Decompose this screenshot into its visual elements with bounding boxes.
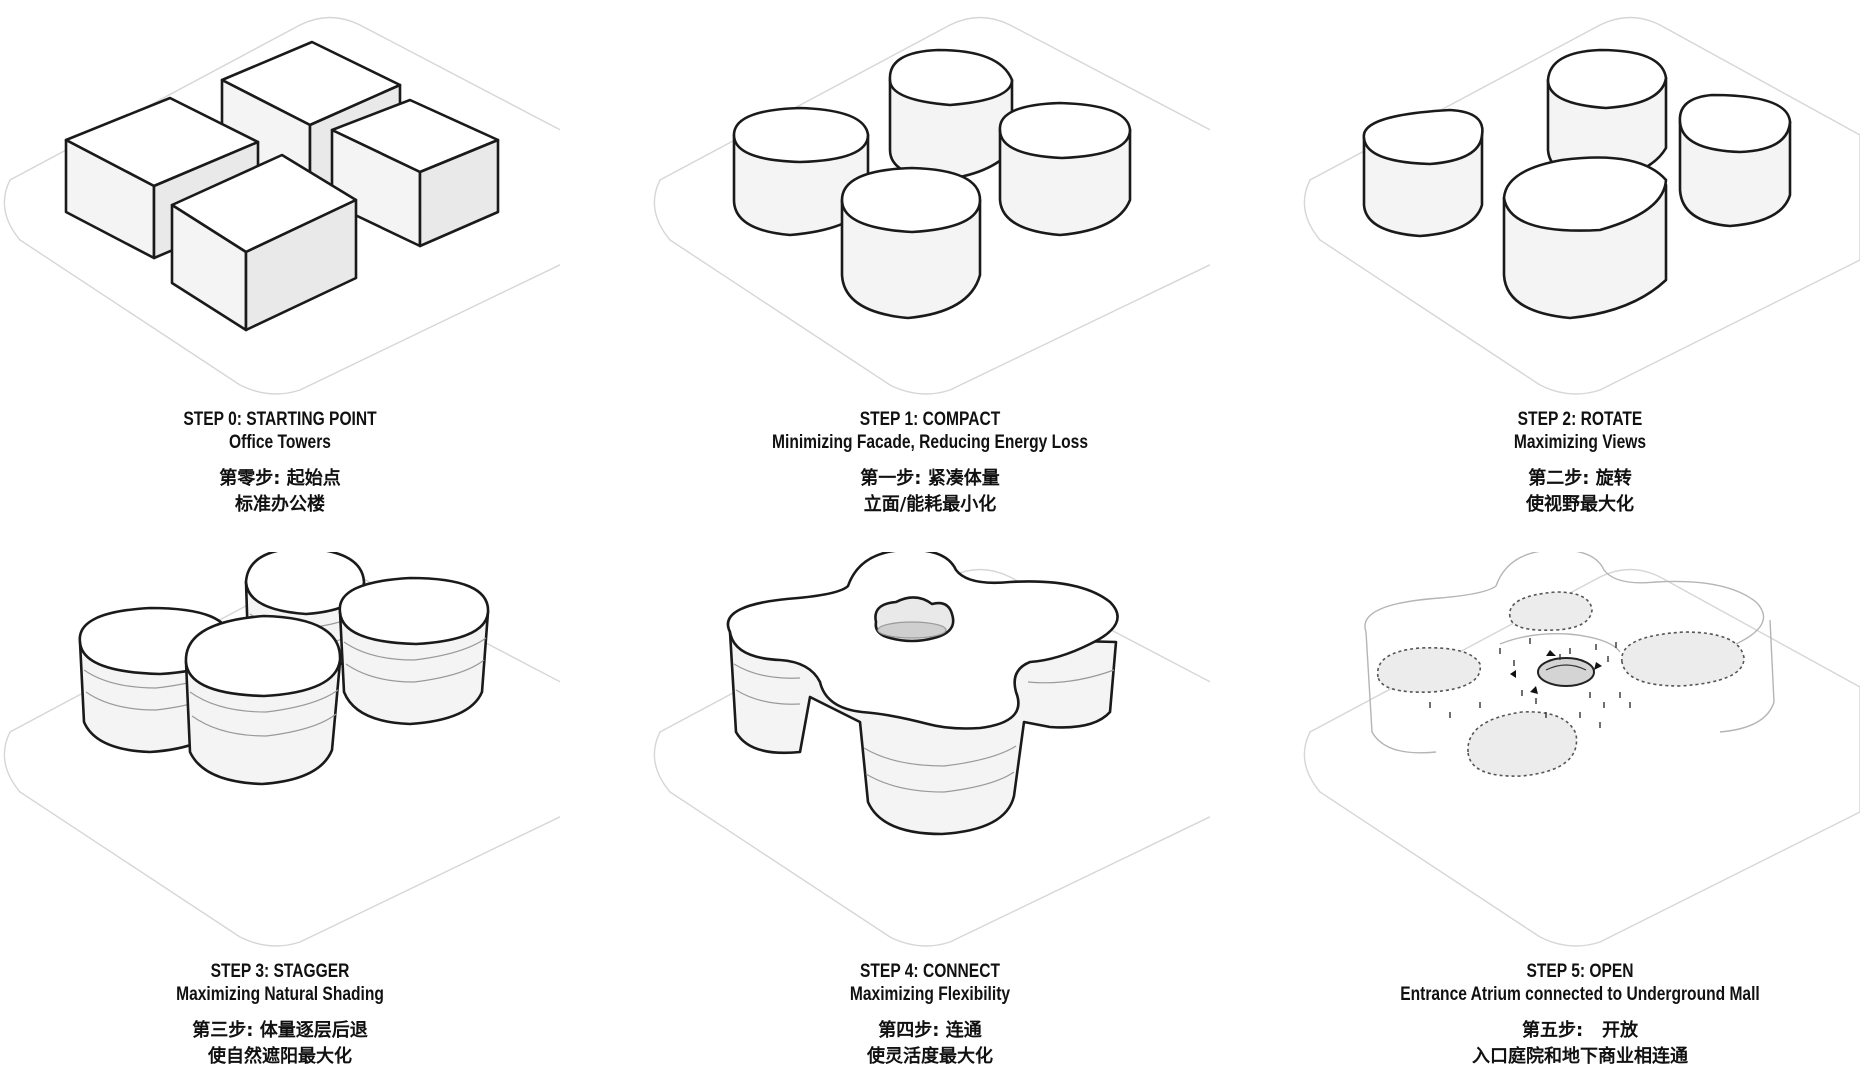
step-3-drawing — [3, 552, 560, 947]
step-3-cn-title: 第三步: 体量逐层后退 — [192, 1020, 368, 1041]
step-1-cn-title: 第一步: 紧凑体量 — [860, 468, 1000, 489]
rotated-tower-left — [1362, 108, 1484, 238]
ghost-podium — [1364, 552, 1775, 754]
step-4-cn-subtitle: 使灵活度最大化 — [867, 1046, 993, 1067]
tower-block-right — [330, 98, 500, 248]
people-flow-markers — [1429, 638, 1631, 728]
step-4-cn-title: 第四步: 连通 — [878, 1020, 982, 1041]
step-2-subtitle: Maximizing Views — [1513, 432, 1647, 453]
step-3-subtitle: Maximizing Natural Shading — [176, 984, 384, 1005]
entrance-zone-back — [1508, 591, 1593, 632]
step-5-cn-title: 第五步: 开放 — [1522, 1020, 1638, 1041]
compact-tower-front — [840, 166, 982, 320]
step-1-cn-subtitle: 立面/能耗最小化 — [863, 494, 997, 515]
step-panel-3: STEP 3: STAGGER Maximizing Natural Shadi… — [0, 552, 560, 1082]
step-2-drawing — [1303, 16, 1860, 395]
step-4-drawing — [653, 552, 1210, 947]
step-5-drawing — [1303, 552, 1860, 947]
step-2-cn-subtitle: 使视野最大化 — [1526, 494, 1634, 515]
step-1-title: STEP 1: COMPACT — [859, 409, 1001, 430]
step-panel-2: STEP 2: ROTATE Maximizing Views 第二步: 旋转 … — [1300, 0, 1860, 530]
step-0-title: STEP 0: STARTING POINT — [183, 409, 377, 430]
rotated-tower-back — [1546, 48, 1668, 182]
connected-podium — [726, 552, 1119, 836]
step-4-subtitle: Maximizing Flexibility — [849, 984, 1011, 1005]
step-4-title: STEP 4: CONNECT — [860, 961, 1000, 982]
step-panel-5: STEP 5: OPEN Entrance Atrium connected t… — [1300, 552, 1860, 1082]
step-0-subtitle: Office Towers — [229, 432, 331, 453]
step-5-cn-subtitle: 入口庭院和地下商业相连通 — [1472, 1046, 1688, 1067]
step-2-cn-title: 第二步: 旋转 — [1528, 468, 1632, 489]
step-0-drawing — [3, 16, 560, 395]
compact-tower-back — [888, 48, 1014, 182]
entrance-zone-left — [1376, 647, 1481, 694]
step-panel-4: STEP 4: CONNECT Maximizing Flexibility 第… — [650, 552, 1210, 1082]
step-1-drawing — [653, 16, 1210, 395]
step-3-cn-subtitle: 使自然遮阳最大化 — [208, 1046, 352, 1067]
entrance-zone-front — [1467, 711, 1578, 777]
compact-tower-right — [998, 101, 1132, 237]
flow-arrows — [1510, 650, 1602, 694]
step-2-title: STEP 2: ROTATE — [1517, 409, 1643, 430]
step-5-title: STEP 5: OPEN — [1526, 961, 1634, 982]
rotated-tower-right — [1678, 93, 1792, 228]
step-1-subtitle: Minimizing Facade, Reducing Energy Loss — [772, 432, 1088, 453]
staggered-tower-right — [338, 576, 490, 726]
rotated-tower-front — [1502, 156, 1668, 320]
central-atrium — [1537, 657, 1595, 687]
compact-tower-left — [732, 106, 870, 237]
entrance-zones — [1376, 591, 1745, 777]
step-panel-0: STEP 0: STARTING POINT Office Towers 第零步… — [0, 0, 560, 530]
entrance-zone-right — [1621, 631, 1745, 687]
step-5-subtitle: Entrance Atrium connected to Underground… — [1400, 984, 1760, 1005]
staggered-tower-front — [184, 614, 342, 786]
site-plate — [1303, 568, 1860, 947]
step-0-cn-subtitle: 标准办公楼 — [235, 494, 325, 515]
tower-block-front — [170, 153, 358, 332]
step-0-cn-title: 第零步: 起始点 — [219, 468, 341, 489]
step-3-title: STEP 3: STAGGER — [210, 961, 350, 982]
step-panel-1: STEP 1: COMPACT Minimizing Facade, Reduc… — [650, 0, 1210, 530]
